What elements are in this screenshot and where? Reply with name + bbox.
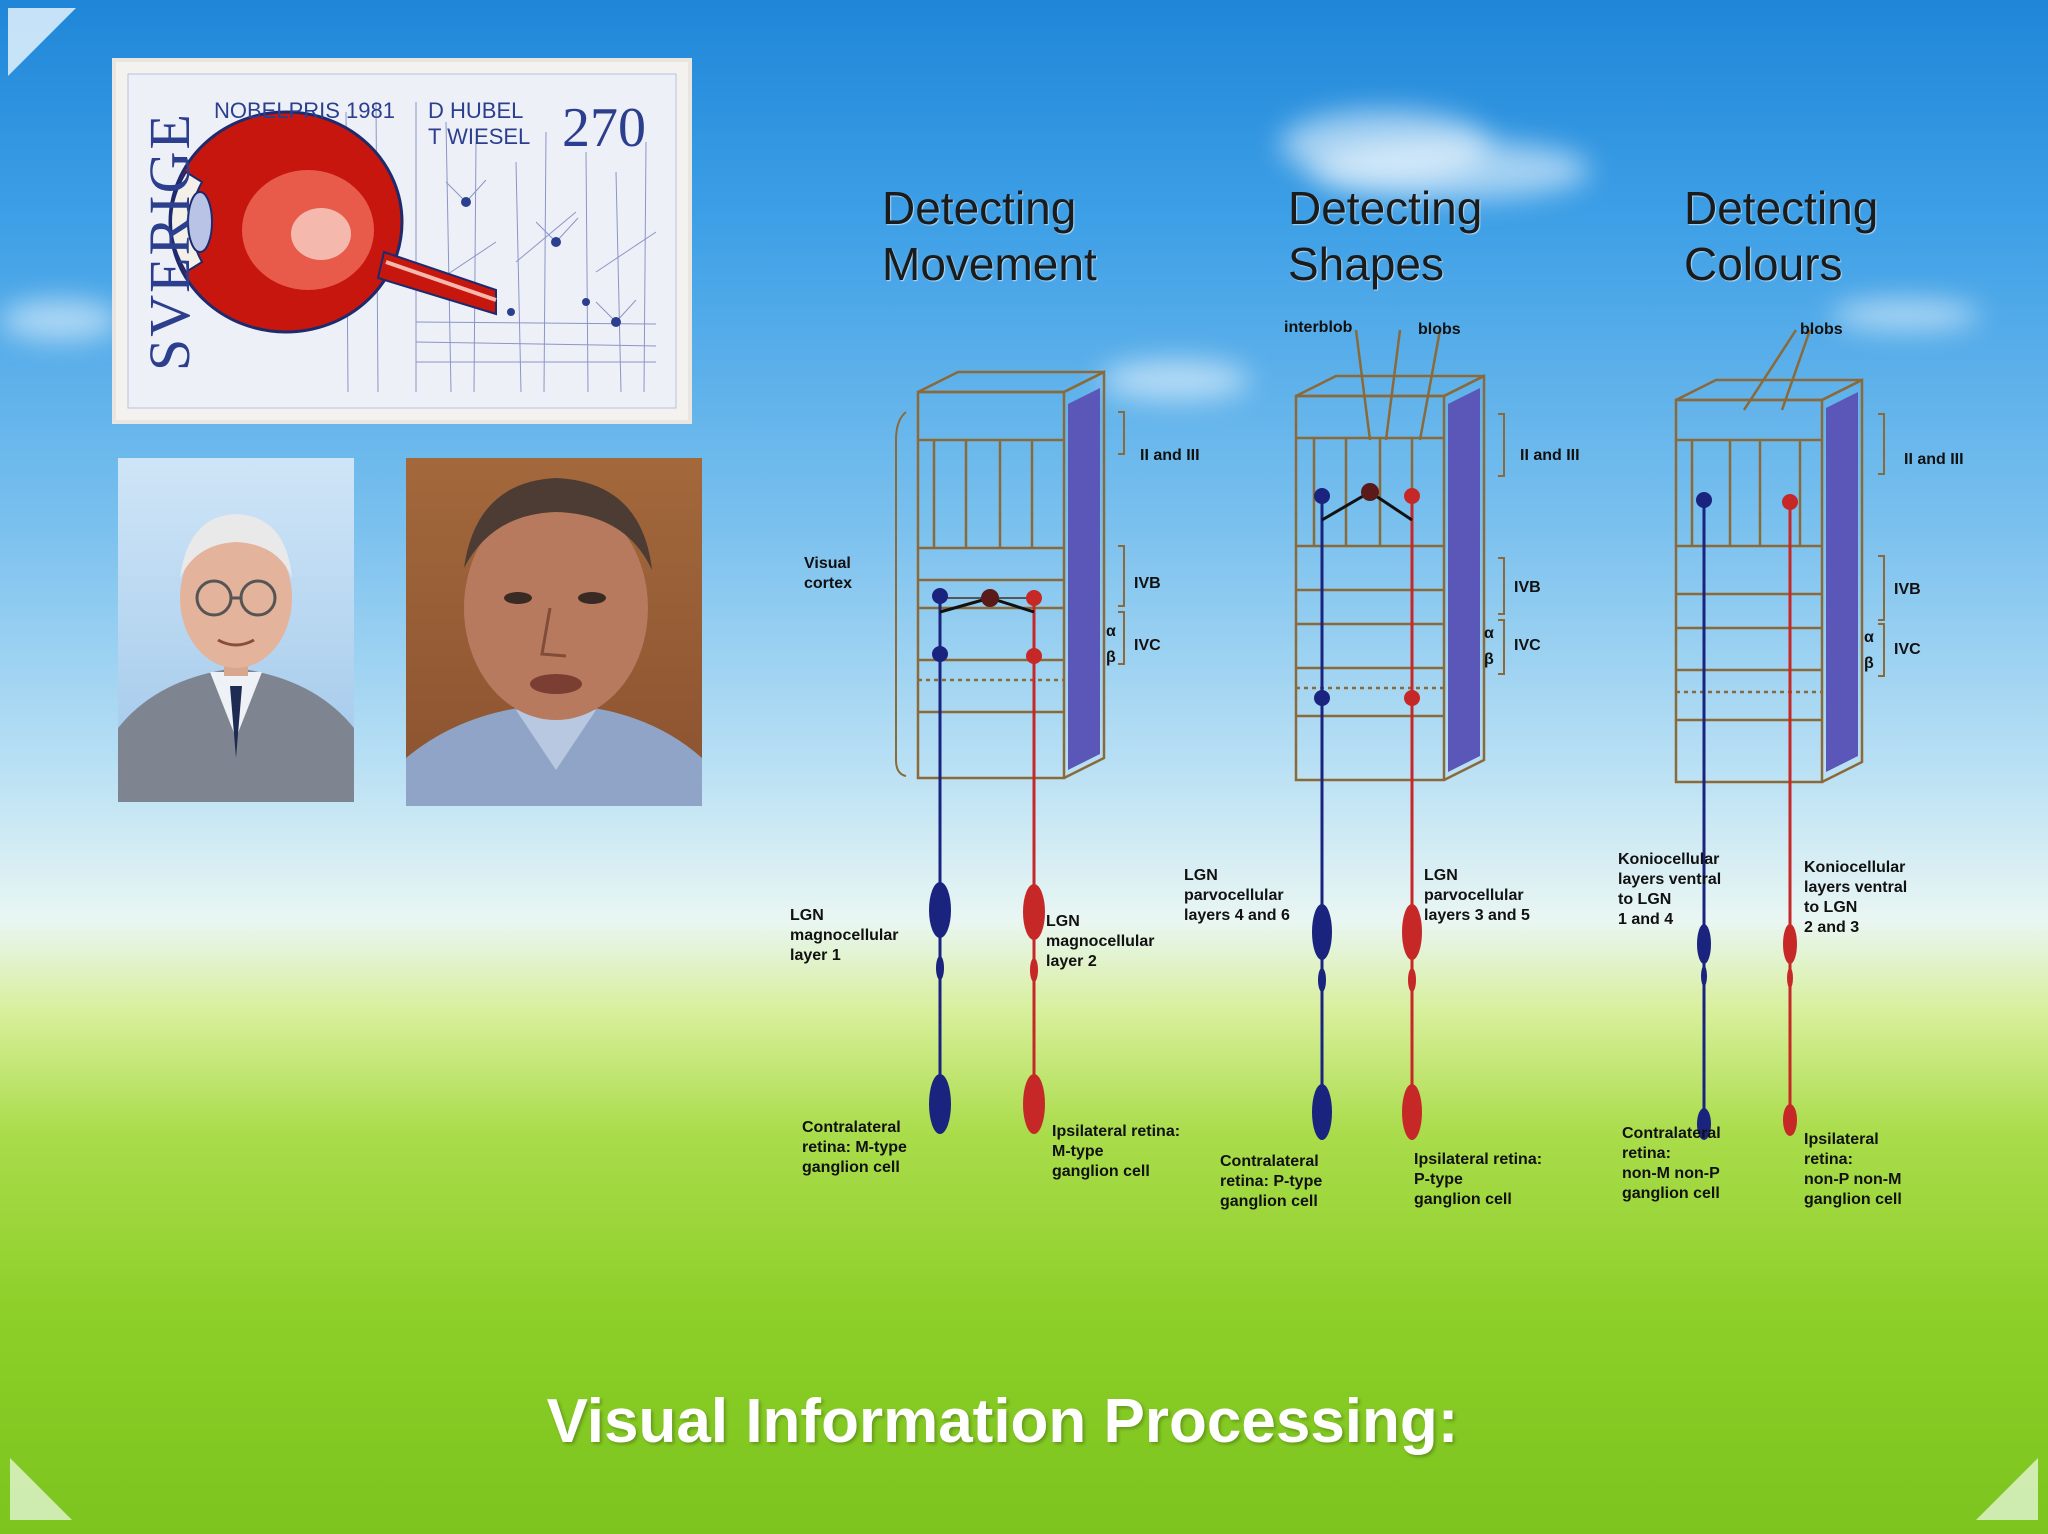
label-contra-non-m: Contralateral retina: non-M non-P gangli… [1622,1125,1721,1202]
label-alpha: α [1864,629,1874,646]
side-panel [1826,392,1858,772]
label-beta: β [1106,649,1116,666]
side-panel [1068,388,1100,770]
cloud [1830,300,1980,330]
side-panel [1448,388,1480,772]
label-alpha: α [1106,623,1116,640]
neurons-colours [1696,492,1798,1140]
label-layer-4c: IVC [1134,637,1161,654]
label-konio-1-4: Koniocellular layers ventral to LGN 1 an… [1618,851,1722,928]
label-contra-m: Contralateral retina: M-type ganglion ce… [802,1119,907,1176]
stamp-illustration [127,73,677,409]
label-interblob: interblob [1284,319,1353,336]
label-lgn-parvo-3-5: LGN parvocellular layers 3 and 5 [1424,867,1530,924]
label-lgn-parvo-4-6: LGN parvocellular layers 4 and 6 [1184,867,1290,924]
label-konio-2-3: Koniocellular layers ventral to LGN 2 an… [1804,859,1908,936]
neurons-movement [929,588,1045,1134]
cortex-box-shapes [1294,329,1486,782]
nobel-stamp: SVERIGE NOBELPRIS 1981 D HUBEL T WIESEL … [116,62,688,420]
label-blobs: blobs [1800,321,1843,338]
stamp-value: 270 [562,97,646,159]
portrait-wiesel [406,458,702,806]
label-beta: β [1484,651,1494,668]
label-layer-4b: IVB [1514,579,1541,596]
slide-title: Visual Information Processing: [546,1387,1459,1456]
label-layer-4c: IVC [1894,641,1921,658]
corner-decoration [10,1458,72,1520]
stamp-laureate-2: T WIESEL [428,124,531,149]
label-lgn-magno-2: LGN magnocellular layer 2 [1046,913,1155,970]
label-visual-cortex: Visual cortex [804,555,853,592]
stamp-laureate-1: D HUBEL [428,98,524,123]
portrait-hubel [118,458,354,802]
label-layer-2-3: II and III [1904,451,1964,468]
label-layer-2-3: II and III [1520,447,1580,464]
label-layer-4b: IVB [1134,575,1161,592]
label-blobs: blobs [1418,321,1461,338]
cloud [1310,140,1590,200]
label-layer-4b: IVB [1894,581,1921,598]
corner-decoration [8,8,76,76]
label-ipsi-m: Ipsilateral retina: M-type ganglion cell [1052,1123,1181,1180]
label-contra-p: Contralateral retina: P-type ganglion ce… [1220,1153,1323,1210]
cortex-box-movement [916,369,1106,780]
stamp-prize: NOBELPRIS 1981 [214,98,395,123]
label-alpha: α [1484,625,1494,642]
label-lgn-magno-1: LGN magnocellular layer 1 [790,907,899,964]
portrait-illustration [118,514,354,802]
label-layer-4c: IVC [1514,637,1541,654]
cloud [1100,360,1250,400]
corner-decoration [1976,1458,2038,1520]
cloud [0,300,120,340]
portrait-illustration [406,478,702,806]
cortex-box-colours [1674,329,1864,784]
label-layer-2-3: II and III [1140,447,1200,464]
label-ipsi-p: Ipsilateral retina: P-type ganglion cell [1414,1151,1543,1208]
label-ipsi-non-p: Ipsilateral retina: non-P non-M ganglion… [1804,1131,1902,1208]
neurons-shapes [1312,483,1422,1140]
label-beta: β [1864,655,1874,672]
